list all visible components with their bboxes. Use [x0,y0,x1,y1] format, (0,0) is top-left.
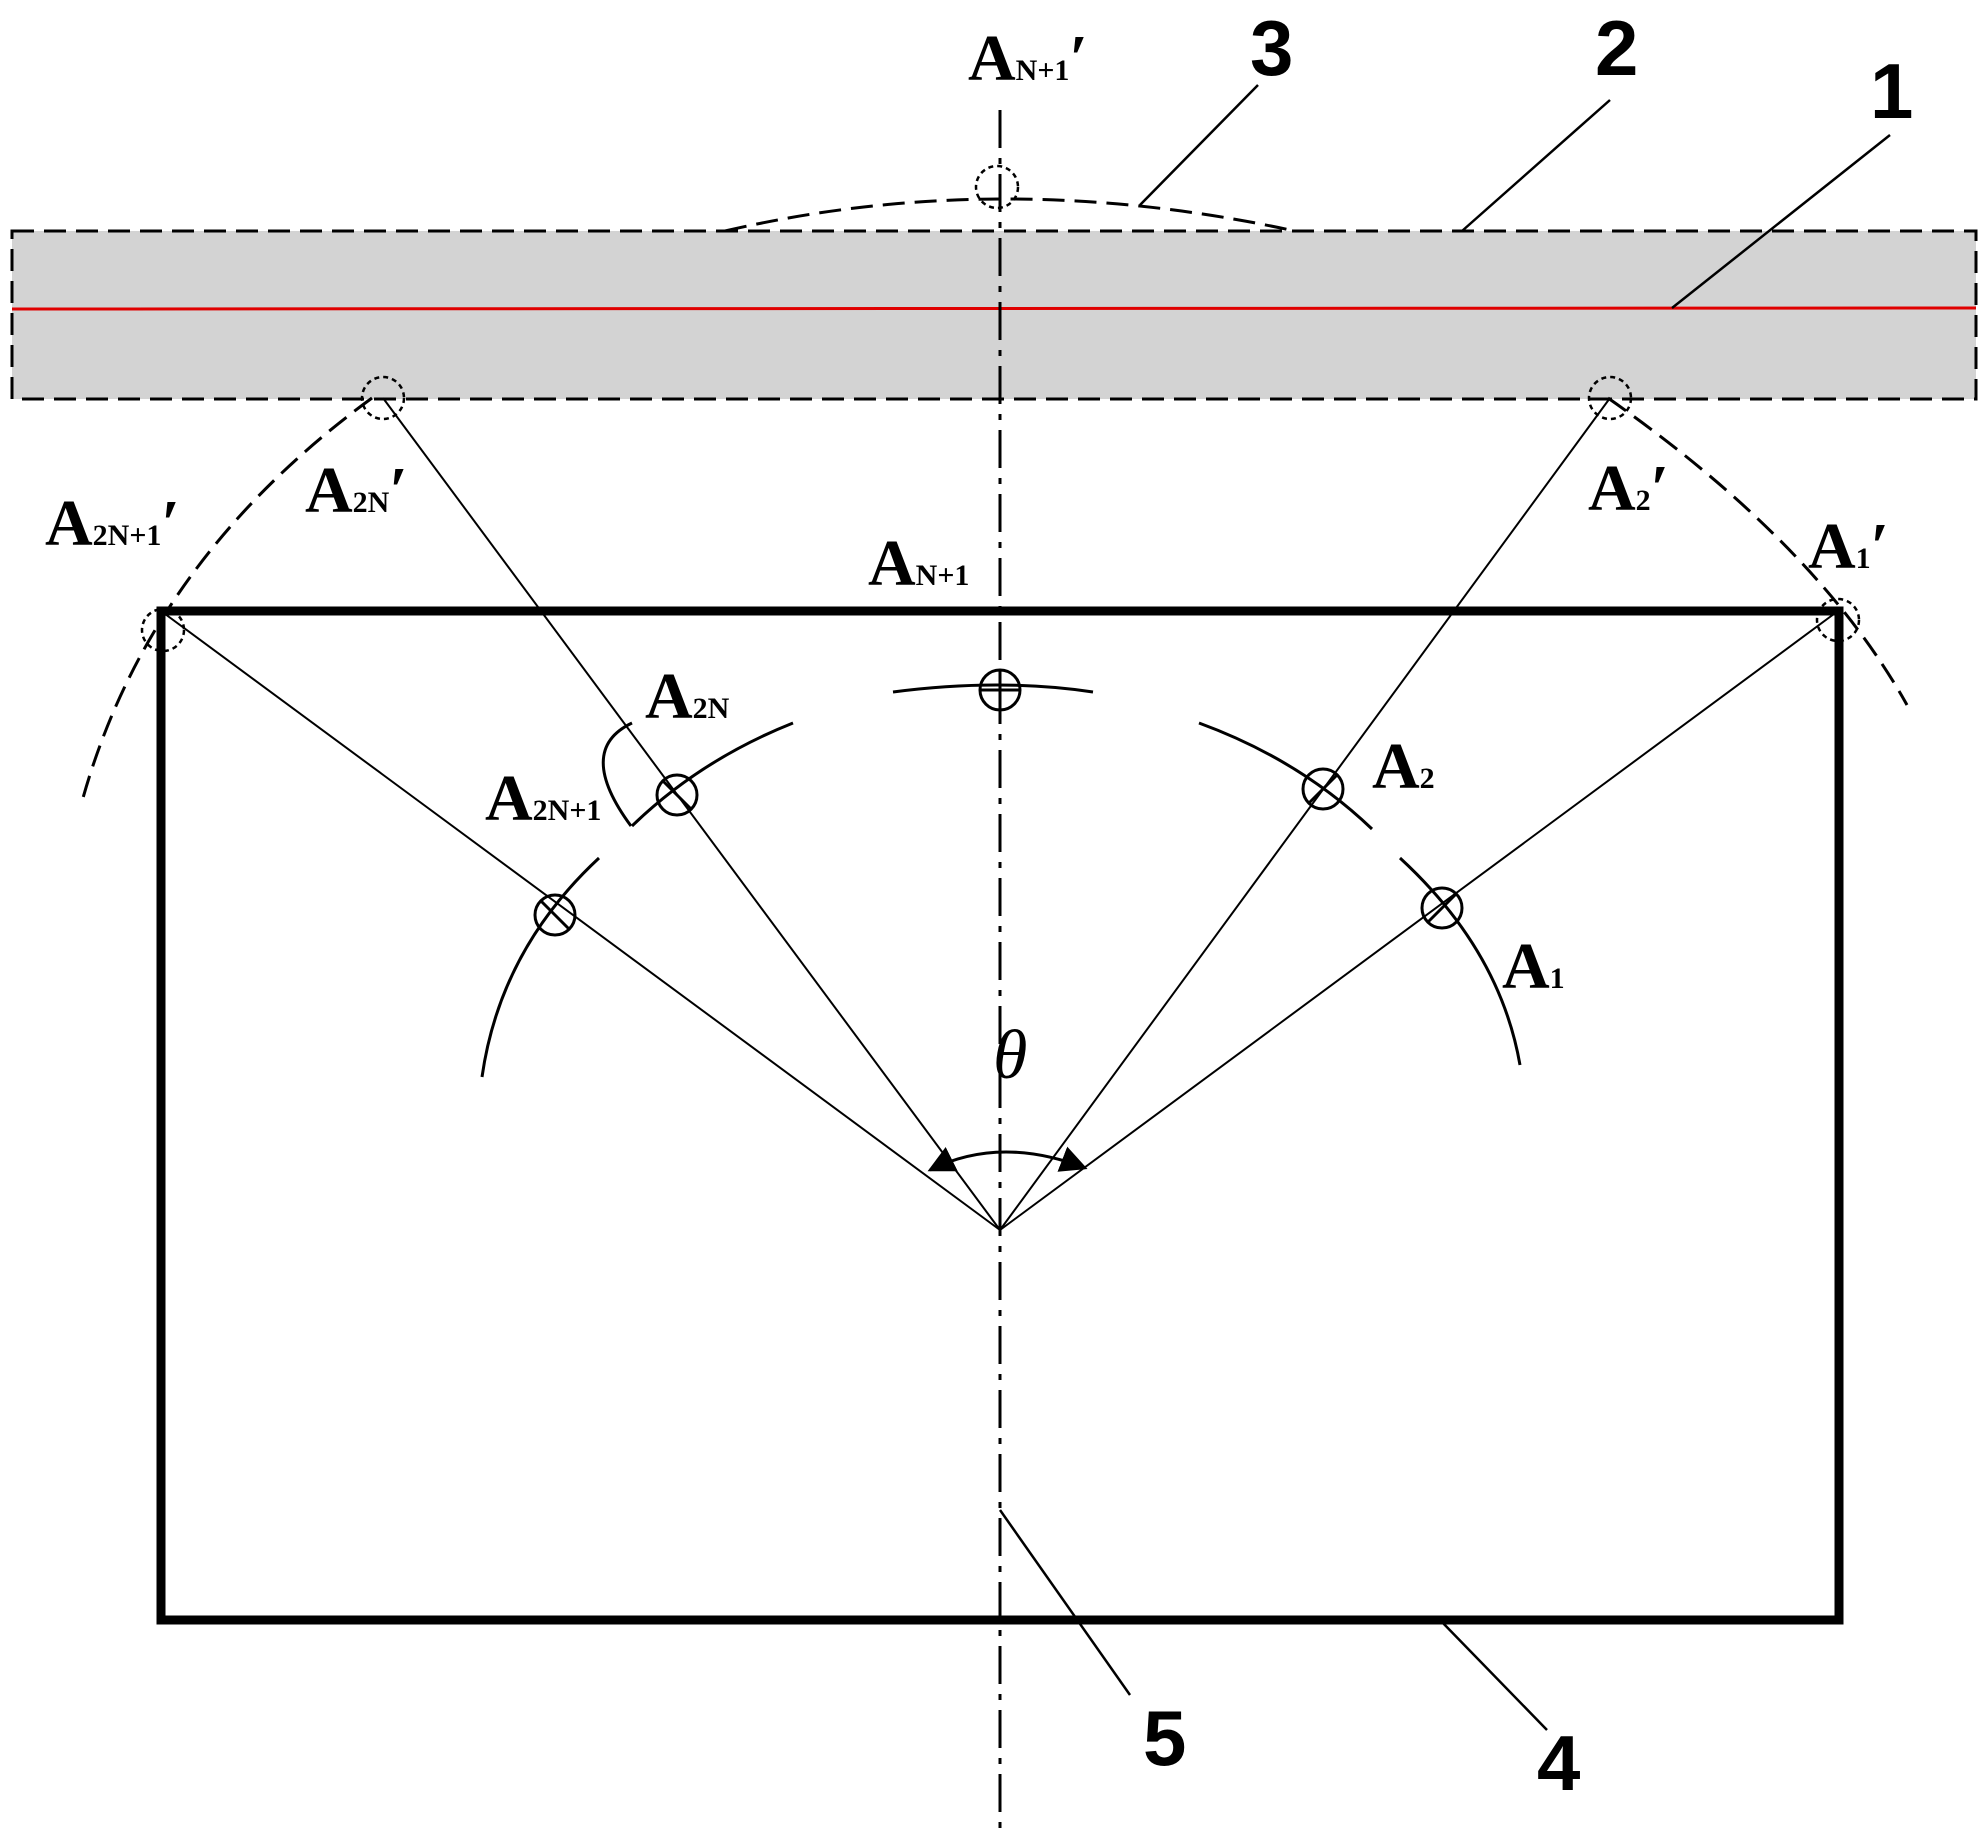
marker-a-1-prime [1815,597,1861,643]
radial-lines [160,397,1839,1231]
radial-line-2n1 [160,610,1001,1231]
solid-markers [533,668,1464,937]
callout-5: 5 [1143,1694,1186,1782]
left-dashed-arc [81,396,373,799]
arc-a-1 [1398,856,1522,1066]
leader-3 [1139,84,1259,206]
marker-a-2 [1301,767,1345,811]
callout-4: 4 [1537,1719,1580,1807]
leader-4 [1439,1619,1548,1731]
dashed-markers [140,164,1861,653]
strip [10,229,1978,401]
label-a-2n-prime: A2N′ [305,454,408,527]
marker-a-2n1-prime [140,607,186,653]
callout-3: 3 [1250,4,1293,92]
leader-5 [998,1509,1132,1696]
marker-a-2n-prime [360,375,406,421]
leader-2 [1461,99,1611,232]
radial-line-2n [382,397,1001,1231]
leader-1 [1671,134,1891,309]
right-dashed-arc [1607,396,1909,706]
label-a-2n1-prime: A2N+1′ [45,487,180,560]
arc-a-2n1 [480,856,601,1078]
marker-a-n1-prime [974,164,1020,210]
label-a-n1-prime: AN+1′ [968,22,1088,95]
theta-label: θ [993,1017,1027,1094]
label-a-2n1: A2N+1 [485,762,601,835]
top-dashed-arc [724,197,1296,233]
label-a-2n: A2N [645,660,730,733]
arc-a-2 [1198,721,1374,831]
label-a-n1: AN+1 [868,527,969,600]
arc-a-n1 [892,683,1094,694]
marker-a-2n [655,773,699,817]
label-a-1-prime: A1′ [1808,510,1889,583]
arc-a-2n-real [630,721,794,828]
radial-line-1 [999,610,1839,1231]
marker-arcs [480,683,1522,1078]
label-a-2: A2 [1372,730,1435,803]
red-line [11,306,1977,311]
callout-2: 2 [1595,4,1638,92]
arc-a-2n [601,721,633,827]
marker-a-2-prime [1587,375,1633,421]
label-a-2-prime: A2′ [1588,452,1669,525]
radial-line-2 [999,397,1611,1231]
rectangle [156,606,1844,1625]
marker-a-1 [1420,886,1464,930]
label-a-1: A1 [1502,930,1565,1003]
marker-a-2n1 [533,893,577,937]
leader-lines [998,84,1891,1731]
marker-a-n1 [978,668,1022,712]
theta-arc [927,1146,1088,1172]
callout-1: 1 [1870,47,1913,135]
